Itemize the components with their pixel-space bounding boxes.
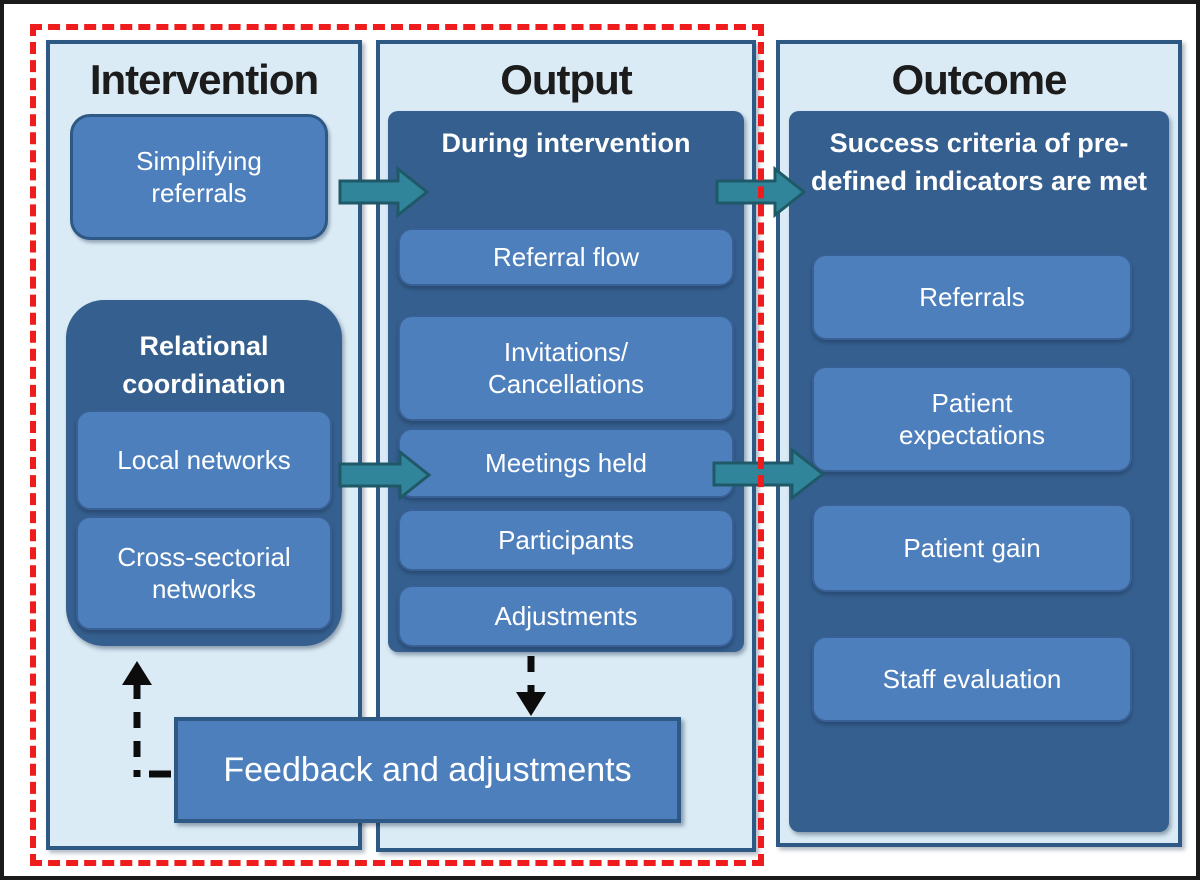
relational-coordination-title: Relational coordination (122, 331, 286, 399)
feedback-adjustments-label: Feedback and adjustments (223, 750, 632, 789)
output-column: Output During intervention Referral flow… (376, 40, 756, 852)
intervention-column-title: Intervention (89, 56, 319, 103)
patient-gain-box: Patient gain (812, 504, 1132, 592)
success-criteria-title: Success criteria of pre-defined indicato… (810, 128, 1148, 196)
during-intervention-group: During intervention Referral flow Invita… (388, 111, 744, 652)
local-networks-box: Local networks (76, 410, 332, 510)
staff-evaluation-label: Staff evaluation (882, 663, 1062, 694)
simplifying-referrals-box: Simplifying referrals (70, 114, 328, 240)
cross-sectorial-networks-box: Cross-sectorial networks (76, 516, 332, 630)
intervention-column: Intervention Simplifying referrals Relat… (46, 40, 362, 850)
meetings-held-label: Meetings held (485, 447, 647, 478)
invitations-cancellations-box: Invitations/ Cancellations (398, 315, 734, 421)
referral-flow-label: Referral flow (493, 241, 639, 272)
output-column-title: Output (500, 56, 633, 103)
relational-coordination-box: Relational coordination Local networks C… (66, 300, 342, 646)
simplifying-referrals-label: Simplifying referrals (136, 145, 262, 209)
cross-sectorial-networks-label: Cross-sectorial networks (117, 541, 291, 605)
referral-flow-box: Referral flow (398, 228, 734, 286)
patient-expectations-box: Patient expectations (812, 366, 1132, 472)
adjustments-label: Adjustments (494, 600, 638, 631)
feedback-down-arrow-icon (516, 656, 546, 716)
staff-evaluation-box: Staff evaluation (812, 636, 1132, 722)
invitations-cancellations-label: Invitations/ Cancellations (487, 336, 645, 400)
participants-label: Participants (498, 524, 634, 555)
referrals-box: Referrals (812, 254, 1132, 340)
adjustments-box: Adjustments (398, 585, 734, 647)
feedback-adjustments-box: Feedback and adjustments (174, 717, 681, 823)
during-intervention-title: During intervention (441, 128, 691, 158)
referrals-label: Referrals (919, 281, 1025, 312)
patient-expectations-label: Patient expectations (899, 387, 1045, 451)
meetings-held-box: Meetings held (398, 428, 734, 498)
local-networks-label: Local networks (117, 444, 291, 475)
outcome-column: Outcome Success criteria of pre-defined … (776, 40, 1182, 847)
success-criteria-group: Success criteria of pre-defined indicato… (789, 111, 1169, 832)
patient-gain-label: Patient gain (903, 532, 1041, 563)
outcome-column-title: Outcome (891, 56, 1067, 103)
participants-box: Participants (398, 509, 734, 571)
